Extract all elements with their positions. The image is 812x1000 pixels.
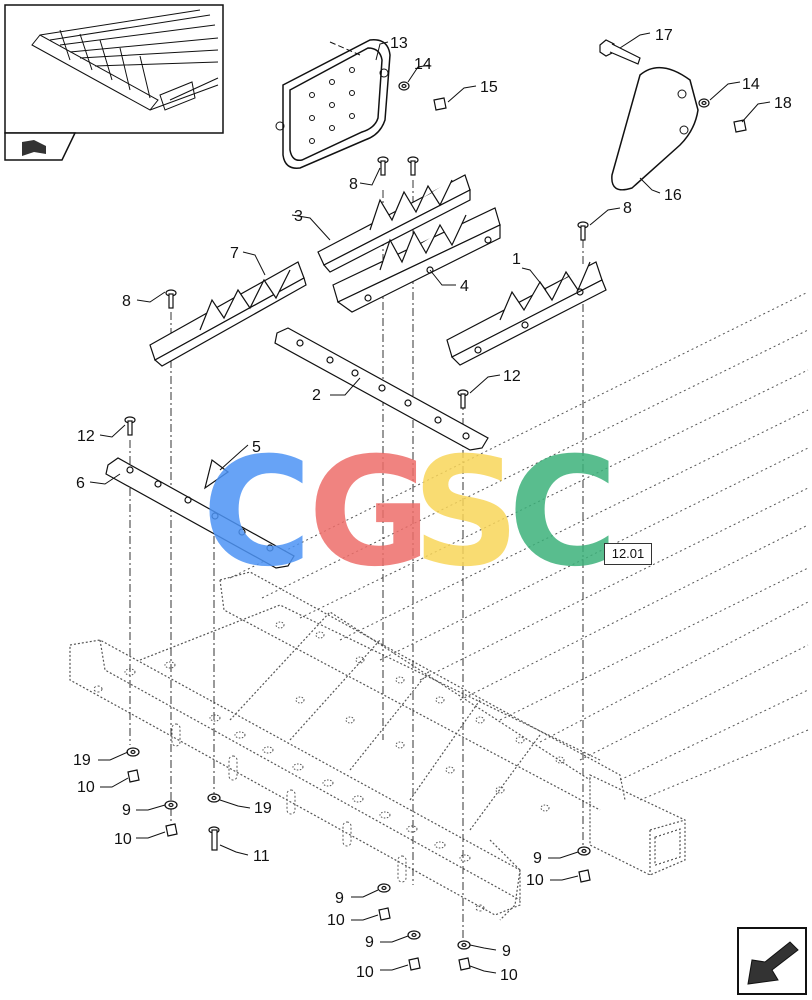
callout-10-d: 10 <box>356 964 374 981</box>
channel-extension-lines <box>229 291 809 801</box>
callout-3: 3 <box>294 208 303 225</box>
callout-4: 4 <box>460 278 469 295</box>
angle-bar-7 <box>149 261 307 367</box>
triangular-cover <box>611 66 699 191</box>
callout-14-right: 14 <box>742 76 760 93</box>
callout-8-right: 8 <box>623 200 632 217</box>
callout-17: 17 <box>655 27 673 44</box>
callout-10-c: 10 <box>327 912 345 929</box>
frame-assembly <box>69 571 686 921</box>
callout-19-right: 19 <box>254 800 272 817</box>
flat-strip-6 <box>105 457 295 569</box>
callout-8-left: 8 <box>122 293 131 310</box>
thumbnail-inset <box>4 4 224 161</box>
callout-18: 18 <box>774 95 792 112</box>
callout-16: 16 <box>664 187 682 204</box>
callout-7: 7 <box>230 245 239 262</box>
callout-15: 15 <box>480 79 498 96</box>
callout-12-right: 12 <box>503 368 521 385</box>
angle-bar-1 <box>446 261 607 366</box>
washers-and-nuts <box>398 81 747 133</box>
callout-9-e: 9 <box>533 850 542 867</box>
angle-bar-3 <box>317 174 471 273</box>
book-arrow-icon <box>22 140 46 156</box>
pins <box>124 156 589 436</box>
beam-slots <box>93 685 485 912</box>
callout-9-d: 9 <box>502 943 511 960</box>
cover-plate <box>275 39 391 169</box>
callout-2: 2 <box>312 387 321 404</box>
callout-8-top: 8 <box>349 176 358 193</box>
callout-6: 6 <box>76 475 85 492</box>
callout-9-c: 9 <box>365 934 374 951</box>
callout-9-a: 9 <box>122 802 131 819</box>
bottom-hardware <box>126 747 591 971</box>
next-page-arrow-button[interactable] <box>737 927 807 995</box>
angle-bar-4 <box>332 207 501 313</box>
leader-lines <box>89 32 771 974</box>
callout-5: 5 <box>252 439 261 456</box>
wedge-5 <box>204 458 230 490</box>
frame-holes <box>124 621 565 862</box>
callout-12-left: 12 <box>77 428 95 445</box>
callout-11: 11 <box>253 848 270 865</box>
callout-13: 13 <box>390 35 408 52</box>
arrow-icon <box>747 941 799 985</box>
assembly-lines <box>129 180 584 945</box>
flat-strip-2 <box>274 327 489 451</box>
callout-10-b: 10 <box>114 831 132 848</box>
reference-link-12-01[interactable]: 12.01 <box>604 543 652 565</box>
callout-10-f: 10 <box>526 872 544 889</box>
callout-19-left: 19 <box>73 752 91 769</box>
callout-1: 1 <box>512 251 521 268</box>
callout-10-e: 10 <box>500 967 518 984</box>
callout-9-b: 9 <box>335 890 344 907</box>
callout-14-left: 14 <box>414 56 432 73</box>
callout-10-a: 10 <box>77 779 95 796</box>
callout-labels: 1 2 3 4 5 6 7 8 8 8 9 9 9 9 9 10 10 10 1… <box>73 27 792 984</box>
bolt-17 <box>599 39 641 65</box>
